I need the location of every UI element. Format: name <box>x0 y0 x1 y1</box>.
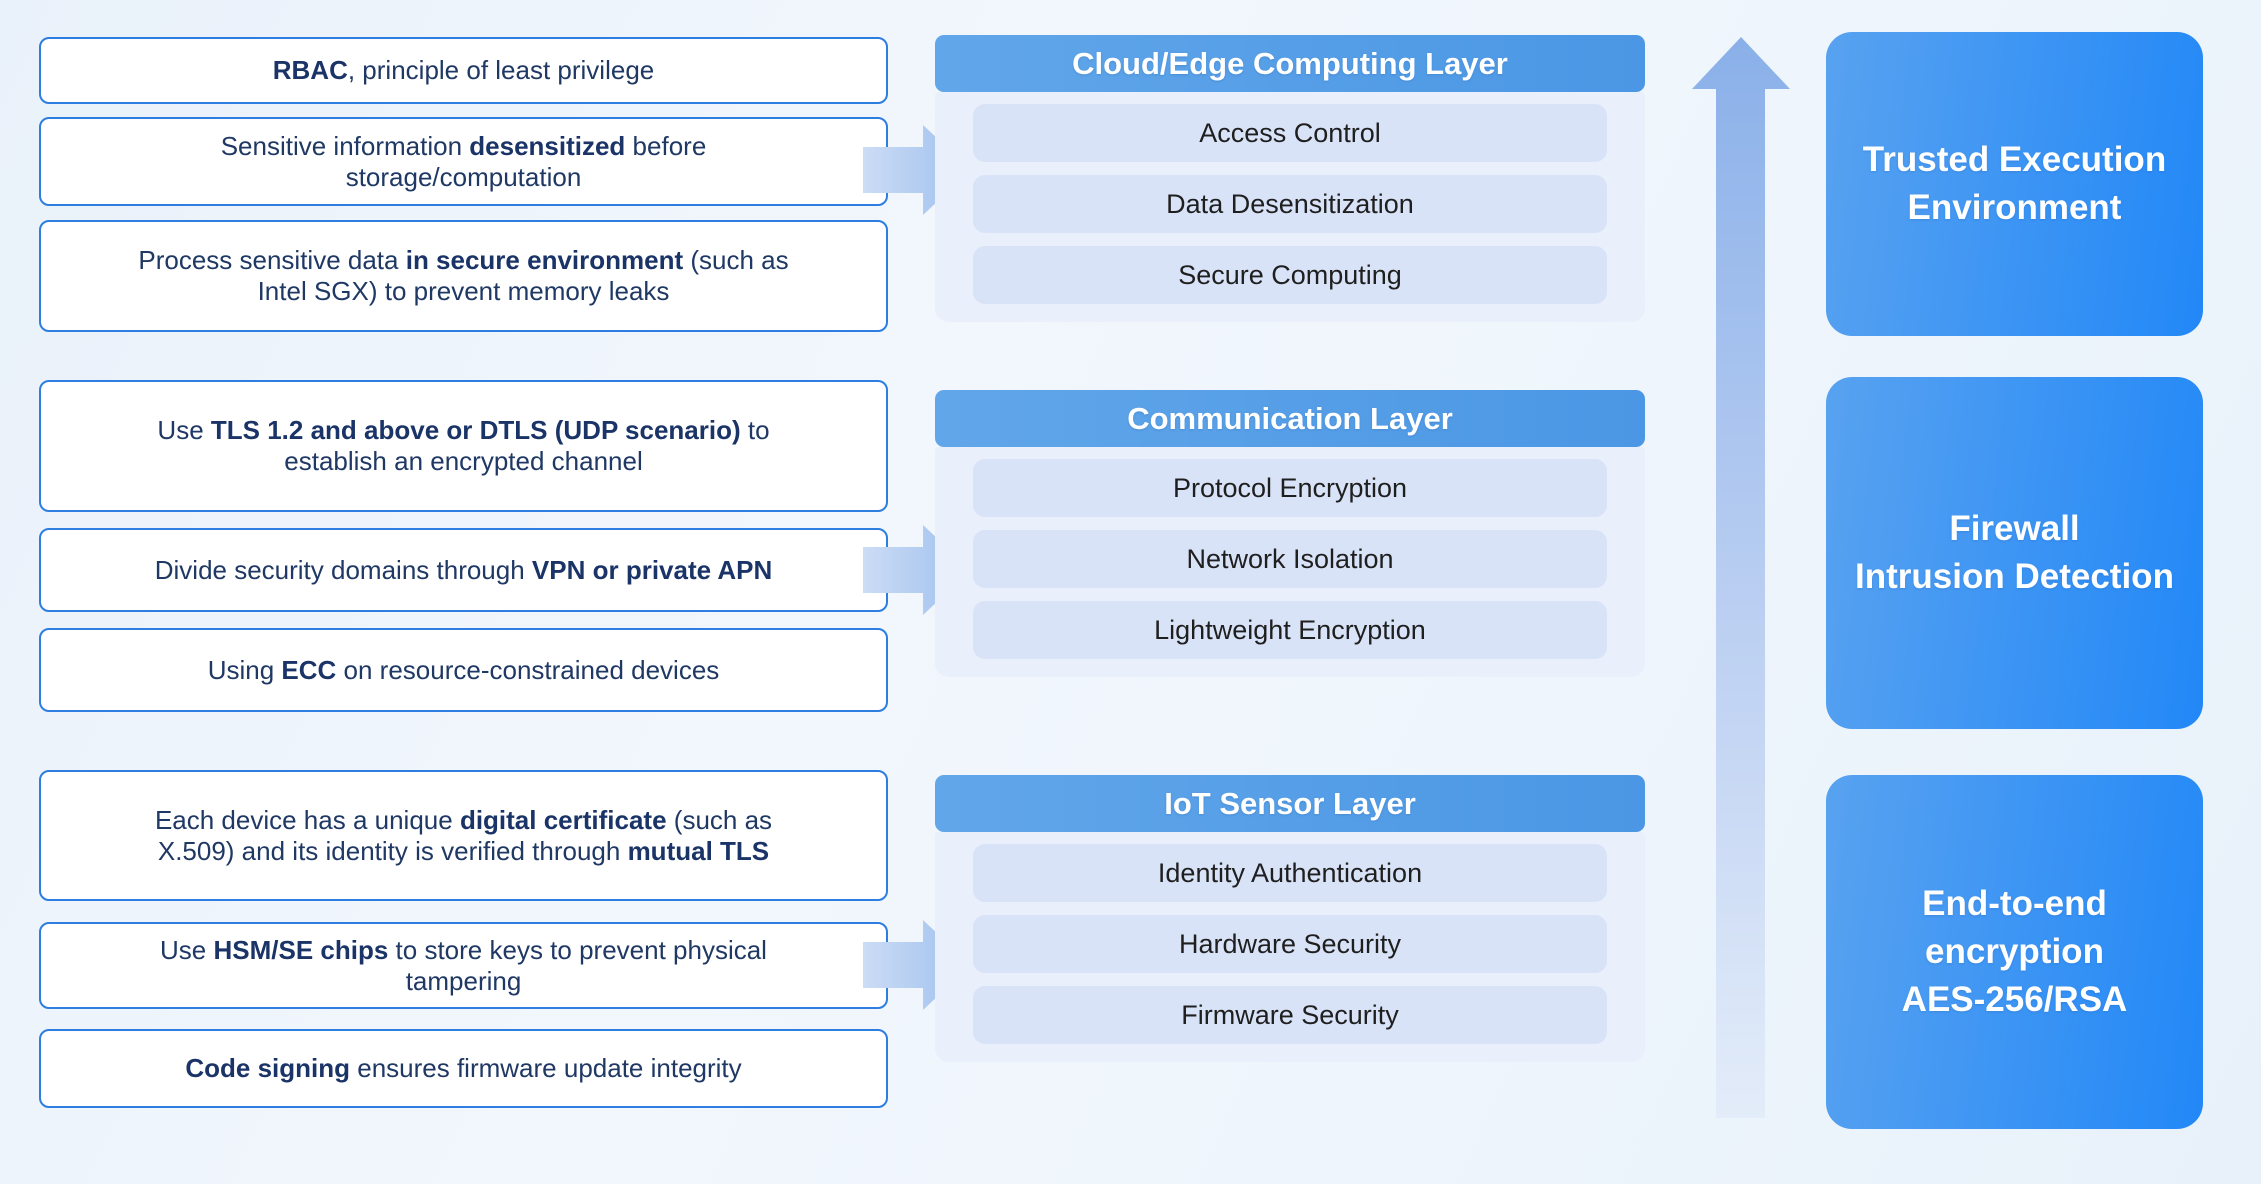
left-note-box-code-signing: Code signing ensures firmware update int… <box>39 1029 888 1108</box>
left-note-box-rbac: RBAC, principle of least privilege <box>39 37 888 104</box>
right-box-text: Firewall Intrusion Detection <box>1855 509 2174 596</box>
layer-title: IoT Sensor Layer <box>1164 785 1416 821</box>
layer-item-protocol-encryption: Protocol Encryption <box>973 459 1607 517</box>
left-note-text: Process sensitive data in secure environ… <box>138 245 789 306</box>
left-note-text: Using ECC on resource-constrained device… <box>207 654 720 685</box>
left-note-box-tls: Use TLS 1.2 and above or DTLS (UDP scena… <box>39 380 888 512</box>
left-note-text: Sensitive information desensitized befor… <box>220 130 707 192</box>
left-note-box-desensitized: Sensitive information desensitized befor… <box>39 117 888 206</box>
left-note-text: RBAC, principle of least privilege <box>272 55 655 85</box>
layer-header-communication: Communication Layer <box>935 390 1645 447</box>
layer-item-label: Identity Authentication <box>1157 857 1423 888</box>
left-note-text: Divide security domains through VPN or p… <box>154 554 773 585</box>
right-box-text: Trusted Execution Environment <box>1862 140 2167 227</box>
layer-item-label: Secure Computing <box>1178 259 1402 290</box>
layer-item-access-control: Access Control <box>973 104 1607 162</box>
right-box-text: End-to-end encryption AES-256/RSA <box>1901 884 2128 1019</box>
left-note-box-ecc: Using ECC on resource-constrained device… <box>39 628 888 712</box>
layer-item-identity-authentication: Identity Authentication <box>973 844 1607 902</box>
layer-item-label: Protocol Encryption <box>1172 472 1408 503</box>
left-note-text: Use TLS 1.2 and above or DTLS (UDP scena… <box>157 415 770 476</box>
layer-item-label: Firmware Security <box>1181 999 1399 1030</box>
layer-item-hardware-security: Hardware Security <box>973 915 1607 973</box>
left-note-text: Code signing ensures firmware update int… <box>185 1053 742 1083</box>
layer-item-label: Access Control <box>1199 117 1381 148</box>
right-box-firewall-intrusion-detection: Firewall Intrusion Detection <box>1826 377 2203 729</box>
layer-item-label: Data Desensitization <box>1166 188 1414 219</box>
layer-header-iot-sensor: IoT Sensor Layer <box>935 775 1645 832</box>
layer-item-lightweight-encryption: Lightweight Encryption <box>973 601 1607 659</box>
layer-title: Communication Layer <box>1127 400 1453 436</box>
layer-title: Cloud/Edge Computing Layer <box>1072 45 1508 81</box>
left-note-text: Use HSM/SE chips to store keys to preven… <box>160 934 767 996</box>
right-box-trusted-execution-environment: Trusted Execution Environment <box>1826 32 2203 336</box>
left-note-box-hsm: Use HSM/SE chips to store keys to preven… <box>39 922 888 1009</box>
left-note-box-secure-environment: Process sensitive data in secure environ… <box>39 220 888 332</box>
layer-item-label: Hardware Security <box>1178 928 1402 959</box>
layer-item-secure-computing: Secure Computing <box>973 246 1607 304</box>
layer-item-firmware-security: Firmware Security <box>973 986 1607 1044</box>
left-note-box-vpn: Divide security domains through VPN or p… <box>39 528 888 612</box>
layer-item-network-isolation: Network Isolation <box>973 530 1607 588</box>
left-note-box-digital-certificate: Each device has a unique digital certifi… <box>39 770 888 901</box>
layer-header-cloud-edge: Cloud/Edge Computing Layer <box>935 35 1645 92</box>
layer-item-label: Network Isolation <box>1186 543 1394 574</box>
layer-item-data-desensitization: Data Desensitization <box>973 175 1607 233</box>
right-box-end-to-end-encryption: End-to-end encryption AES-256/RSA <box>1826 775 2203 1129</box>
hierarchy-up-arrow-icon <box>1692 37 1790 1118</box>
layer-item-label: Lightweight Encryption <box>1154 614 1426 645</box>
left-note-text: Each device has a unique digital certifi… <box>154 804 773 866</box>
